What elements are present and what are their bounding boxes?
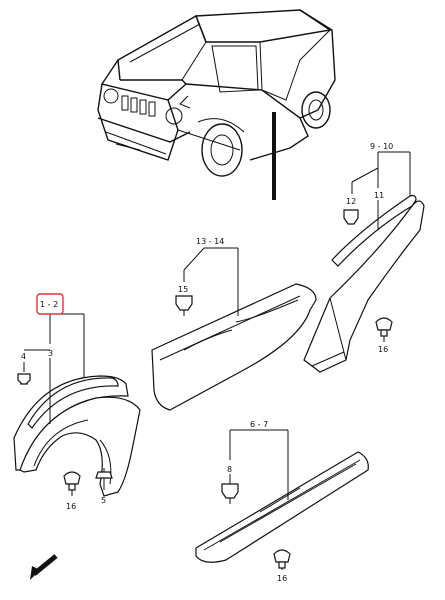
- callout-16-sill: 16: [277, 574, 287, 583]
- highlight-box: [36, 293, 64, 315]
- clip-8-icon: [221, 483, 239, 504]
- clip-16-rear-icon: [375, 317, 393, 337]
- arrow-down-left-icon: [30, 554, 58, 580]
- callout-13-14: 13 - 14: [196, 237, 224, 246]
- front-fender: [13, 375, 141, 497]
- callout-5: 5: [101, 496, 106, 505]
- callout-3: 3: [48, 349, 53, 358]
- clip-16-front-icon: [63, 471, 81, 491]
- callout-6-7: 6 - 7: [250, 420, 268, 429]
- fender-molding: [27, 377, 119, 429]
- callout-16-rear: 16: [378, 345, 388, 354]
- callout-4: 4: [21, 352, 26, 361]
- callout-15: 15: [178, 285, 188, 294]
- clip-12-icon: [343, 209, 359, 225]
- callout-12: 12: [346, 197, 356, 206]
- clip-16-sill-icon: [273, 549, 291, 569]
- clip-15-icon: [175, 295, 193, 316]
- clip-4-icon: [17, 373, 31, 385]
- callout-16-front: 16: [66, 502, 76, 511]
- screw-5-icon: [95, 471, 113, 490]
- door-molding: [151, 283, 317, 411]
- callout-9-10: 9 - 10: [370, 142, 393, 151]
- side-sill-molding: [195, 451, 369, 563]
- vehicle-illustration: [97, 9, 336, 200]
- callout-8: 8: [227, 465, 232, 474]
- rear-fender-extension: [303, 200, 425, 373]
- rear-arch-molding: [331, 194, 417, 267]
- callout-11: 11: [374, 191, 384, 200]
- callout-1-2: 1 - 2: [40, 300, 58, 309]
